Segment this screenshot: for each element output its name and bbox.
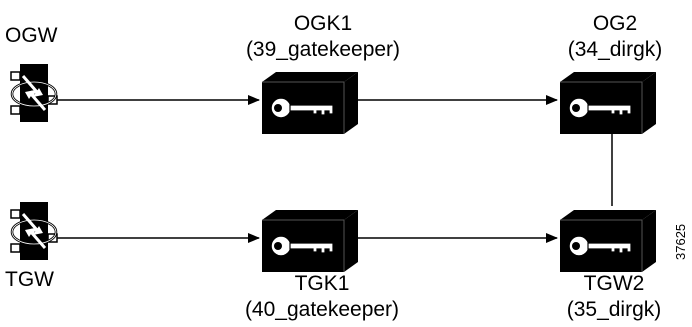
key-box-icon [560, 210, 656, 272]
gatekeeper-ogk1: OGK1 (39_gatekeeper) [246, 12, 400, 134]
gatekeeper-og2-label: OG2 [593, 12, 637, 35]
key-box-icon [262, 72, 358, 134]
gatekeeper-ogk1-sublabel: (39_gatekeeper) [246, 38, 400, 61]
gatekeeper-tgk1: TGK1 (40_gatekeeper) [245, 210, 399, 321]
gatekeeper-tgk1-sublabel: (40_gatekeeper) [245, 298, 399, 321]
gatekeeper-tgw2-sublabel: (35_dirgk) [567, 298, 662, 321]
gatekeeper-tgk1-label: TGK1 [295, 272, 350, 295]
key-box-icon [560, 72, 656, 134]
gatekeeper-tgw2: TGW2 (35_dirgk) [560, 210, 661, 321]
gatekeeper-og2-sublabel: (34_dirgk) [568, 38, 663, 61]
gateway-ogw: OGW [5, 24, 59, 124]
gateway-tgw: TGW [5, 200, 59, 291]
gatekeeper-og2: OG2 (34_dirgk) [560, 12, 662, 134]
key-box-icon [262, 210, 358, 272]
gateway-icon [9, 200, 59, 262]
figure-id: 37625 [673, 224, 688, 260]
gatekeeper-tgw2-label: TGW2 [584, 272, 645, 295]
gateway-tgw-label: TGW [5, 268, 54, 291]
gateway-ogw-label: OGW [5, 24, 58, 47]
gatekeeper-ogk1-label: OGK1 [294, 12, 352, 35]
gateway-icon [9, 62, 59, 124]
